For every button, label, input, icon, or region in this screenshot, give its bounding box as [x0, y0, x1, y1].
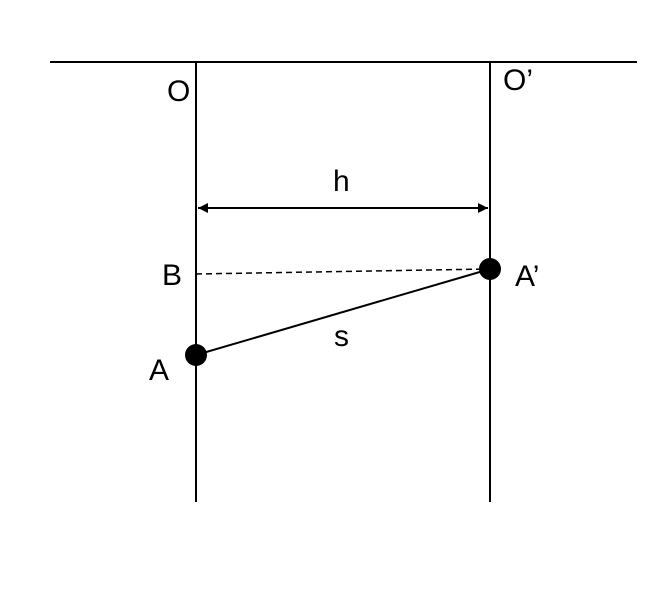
label-segment-s: s: [334, 320, 349, 353]
label-point-a-prime: A’: [515, 260, 539, 293]
label-point-a: A: [149, 354, 169, 387]
label-point-b: B: [162, 259, 182, 292]
label-origin-left: O: [167, 75, 190, 108]
point-a-dot: [185, 344, 207, 366]
segment-s: [195, 268, 491, 356]
point-a-prime-dot: [479, 258, 501, 280]
label-origin-right: O’: [503, 64, 533, 97]
label-distance-h: h: [333, 165, 350, 198]
dashed-line-b-to-a-prime: [195, 268, 489, 275]
